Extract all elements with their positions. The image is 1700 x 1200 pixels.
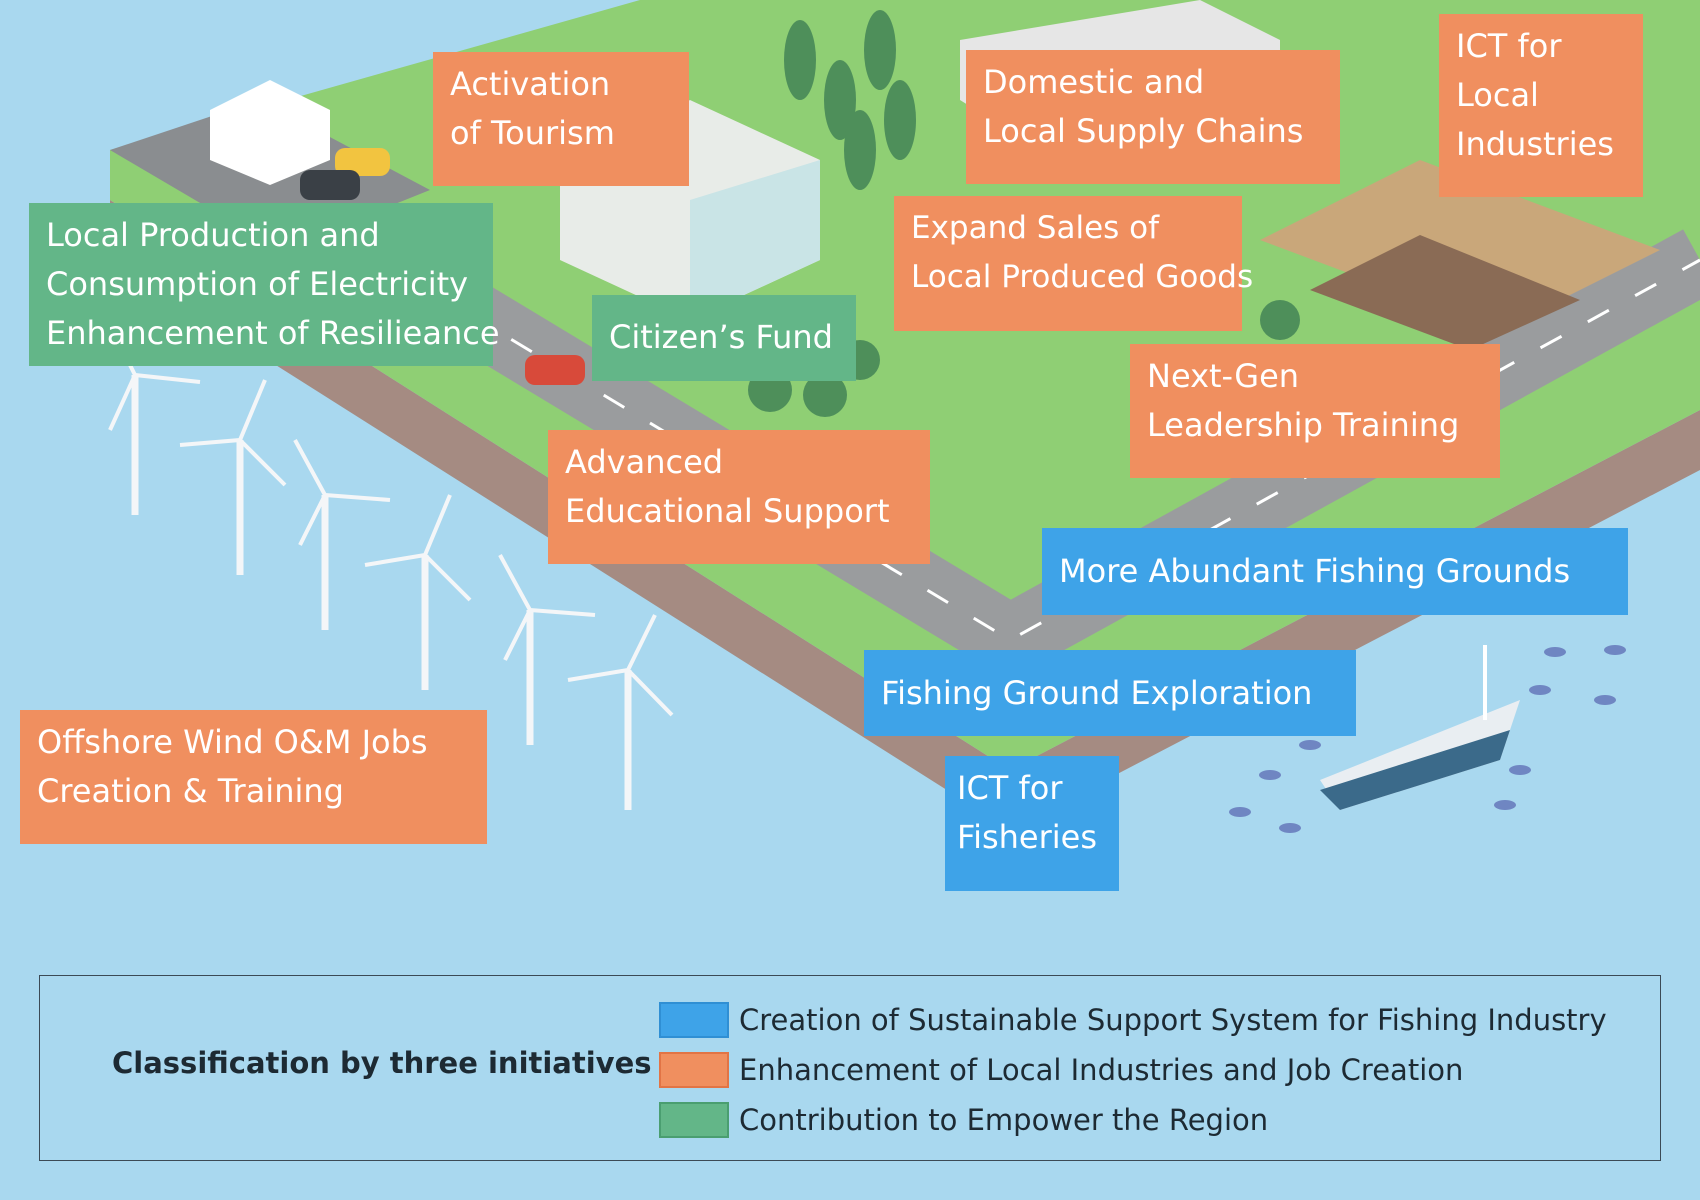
label-line: Fishing Ground Exploration [881, 674, 1313, 712]
label-line: Domestic and [983, 63, 1205, 101]
label-ict-for-local-industries: ICT for Local Industries [1439, 14, 1643, 197]
label-line: Local Produced Goods [911, 259, 1254, 295]
label-fishing-ground-exploration: Fishing Ground Exploration [864, 650, 1356, 736]
wind-turbines [108, 364, 674, 810]
label-expand-sales: Expand Sales of Local Produced Goods [894, 196, 1254, 331]
label-line: Expand Sales of [911, 210, 1160, 246]
fishing-boat-hull [1320, 730, 1510, 810]
label-line: Consumption of Electricity [46, 265, 469, 303]
label-line: ICT for [1456, 27, 1562, 65]
label-next-gen-leadership: Next-Gen Leadership Training [1130, 344, 1500, 478]
label-line: More Abundant Fishing Grounds [1059, 552, 1571, 590]
label-line: Local [1456, 76, 1539, 114]
label-offshore-wind-jobs: Offshore Wind O&M Jobs Creation & Traini… [20, 710, 487, 844]
label-line: Activation [450, 65, 611, 103]
legend-swatch-green [659, 1102, 729, 1138]
farm-field [1260, 160, 1660, 330]
label-line: Industries [1456, 125, 1614, 163]
farm-field-dark [1310, 235, 1580, 350]
car-dark [300, 170, 360, 200]
trees [748, 10, 1300, 417]
label-local-production-electricity: Local Production and Consumption of Elec… [29, 203, 500, 366]
label-line: Offshore Wind O&M Jobs [37, 723, 428, 761]
label-ict-for-fisheries: ICT for Fisheries [945, 756, 1119, 891]
label-advanced-educational-support: Advanced Educational Support [548, 430, 930, 564]
car-yellow [335, 148, 390, 176]
label-line: Citizen’s Fund [609, 318, 833, 356]
legend: Classification by three initiatives Crea… [39, 975, 1661, 1161]
legend-text: Creation of Sustainable Support System f… [739, 1003, 1607, 1037]
fish [1229, 645, 1626, 833]
label-line: Enhancement of Resilieance [46, 314, 500, 352]
label-line: Fisheries [957, 818, 1098, 856]
road-markings [279, 198, 1700, 642]
label-line: Advanced [565, 443, 724, 481]
label-citizens-fund: Citizen’s Fund [592, 295, 856, 381]
legend-title: Classification by three initiatives [112, 1046, 652, 1080]
label-line: Local Supply Chains [983, 112, 1304, 150]
label-more-abundant-fishing-grounds: More Abundant Fishing Grounds [1042, 528, 1628, 615]
label-domestic-supply-chains: Domestic and Local Supply Chains [966, 50, 1340, 184]
building-glass [690, 160, 820, 320]
label-line: Educational Support [565, 492, 890, 530]
label-line: ICT for [957, 769, 1063, 807]
label-line: Next-Gen [1147, 357, 1300, 395]
label-line: of Tourism [450, 114, 615, 152]
legend-text: Contribution to Empower the Region [739, 1103, 1269, 1137]
label-line: Leadership Training [1147, 406, 1460, 444]
house [210, 80, 330, 185]
legend-swatch-blue [659, 1002, 729, 1038]
label-line: Local Production and [46, 216, 380, 254]
legend-swatch-orange [659, 1052, 729, 1088]
car-red [525, 355, 585, 385]
label-line: Creation & Training [37, 772, 344, 810]
label-activation-of-tourism: Activation of Tourism [433, 52, 689, 186]
legend-text: Enhancement of Local Industries and Job … [739, 1053, 1464, 1087]
